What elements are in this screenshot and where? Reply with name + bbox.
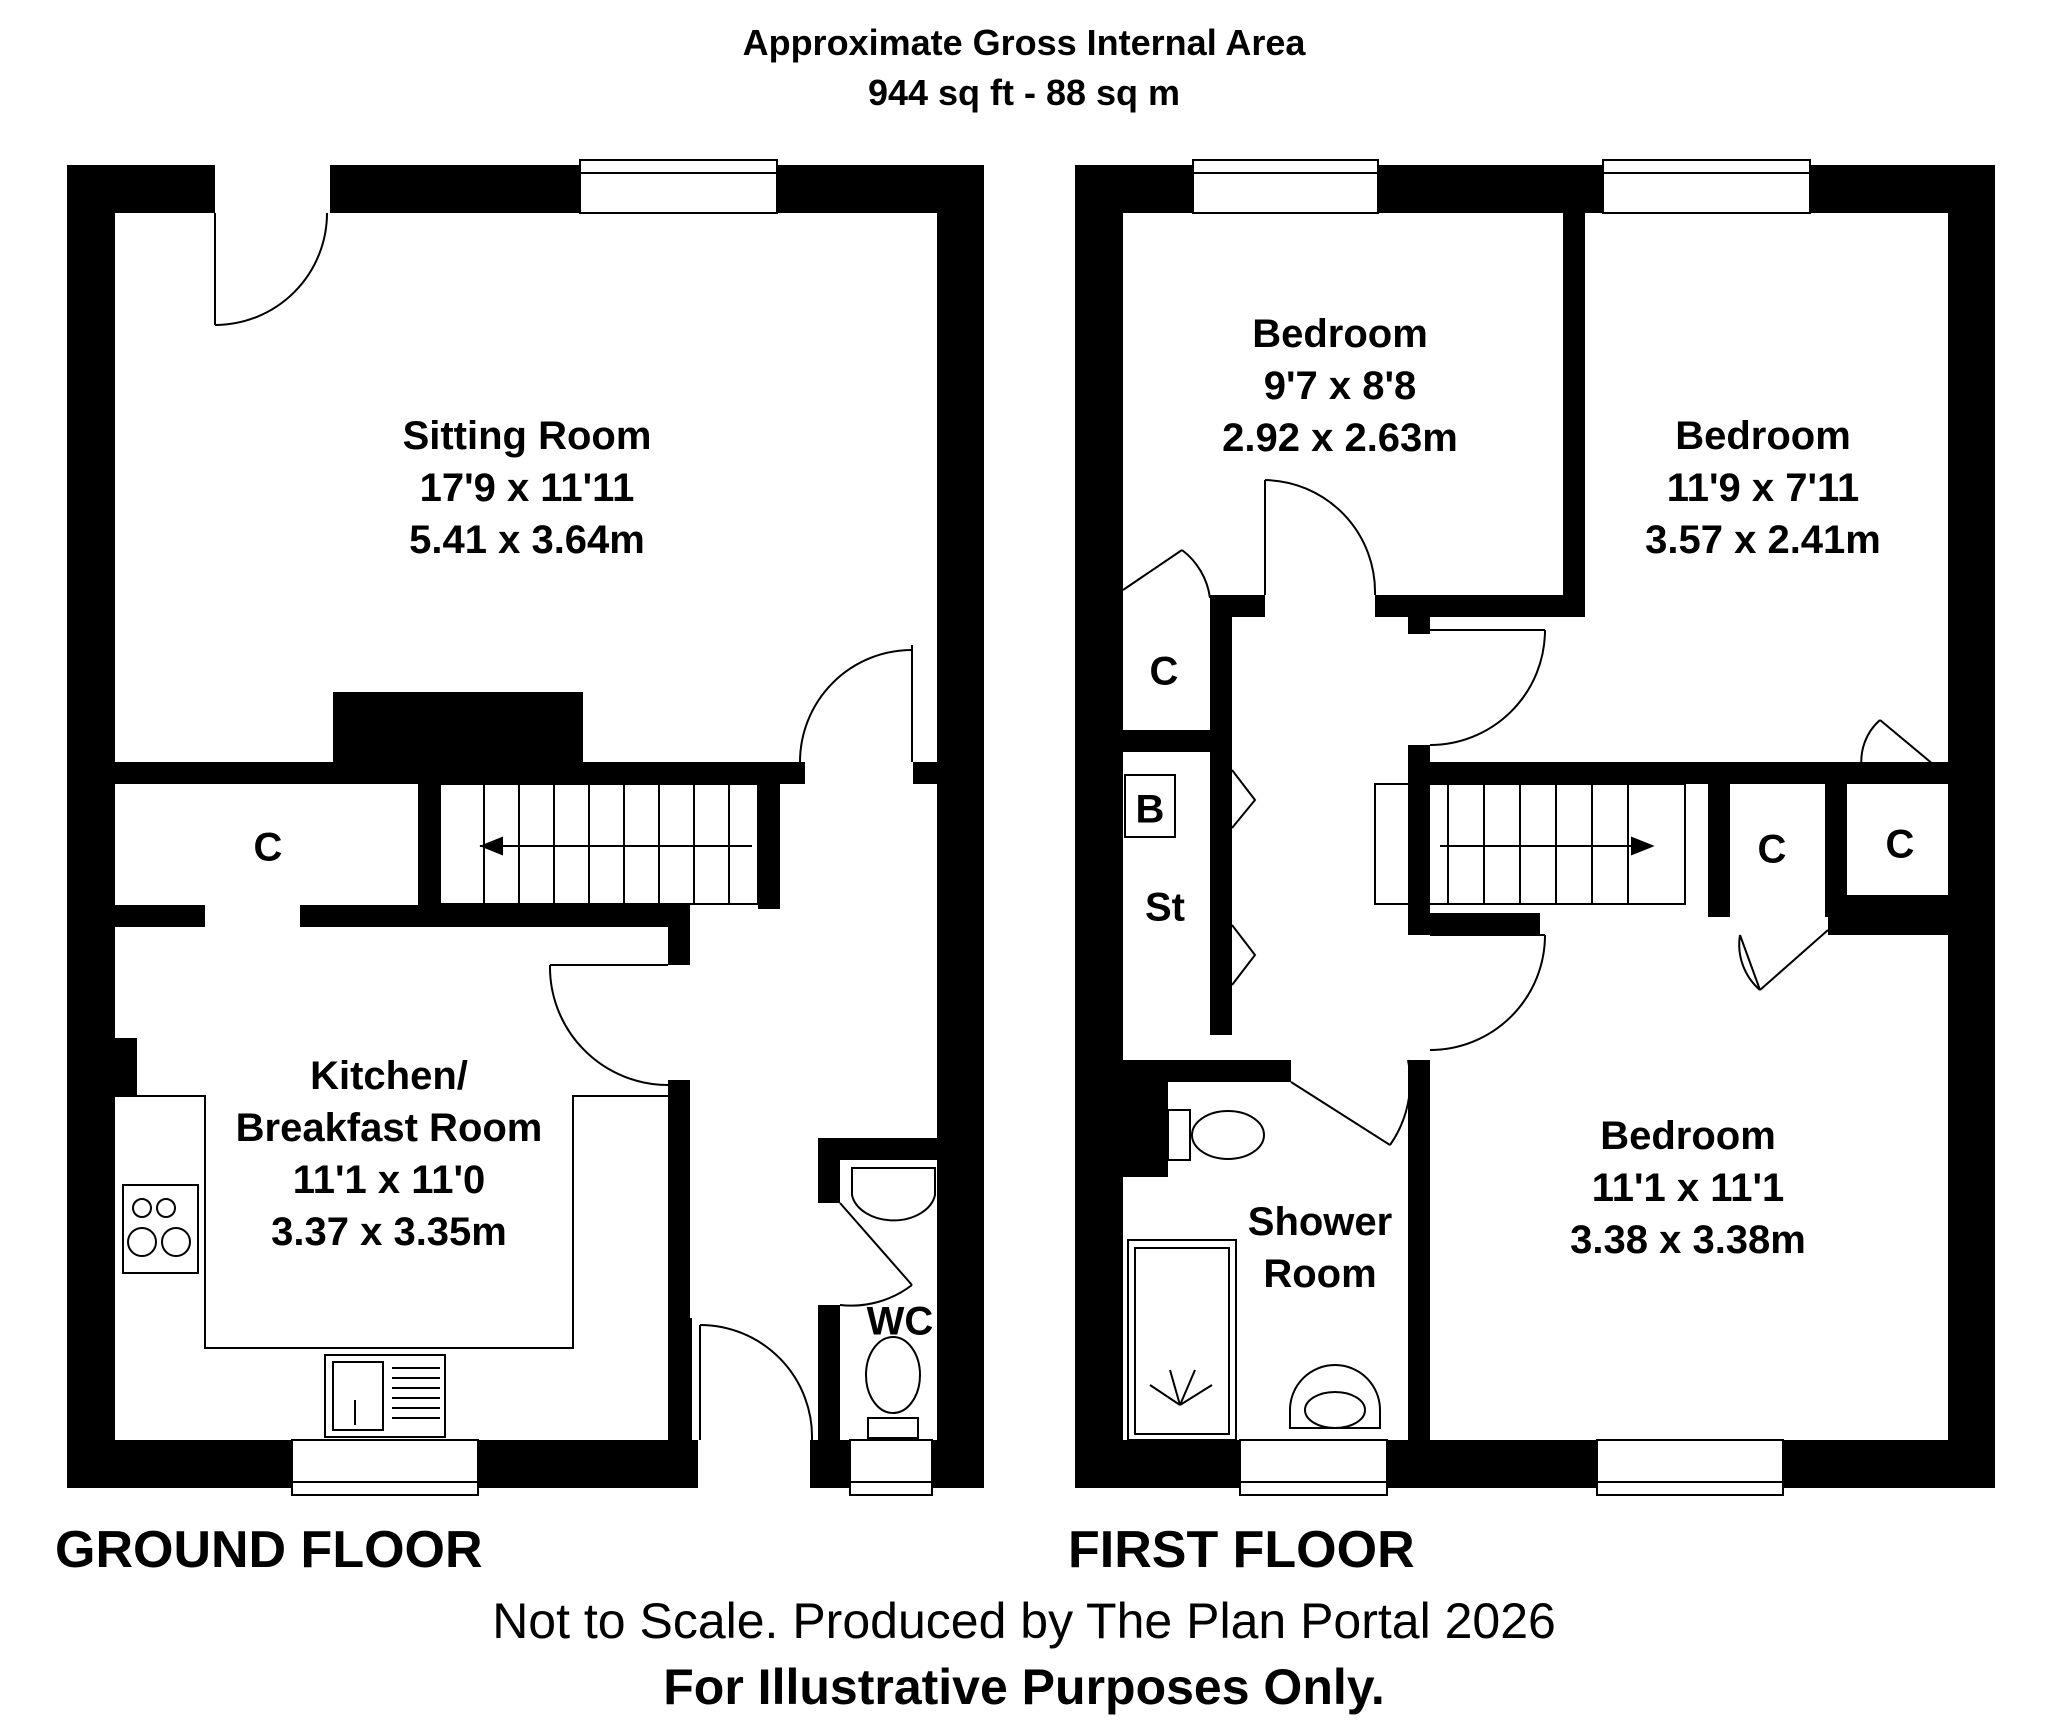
- boiler-label: B: [1135, 787, 1165, 832]
- room-imperial: 17'9 x 11'11: [419, 466, 635, 510]
- ground-floor-walls: [67, 165, 984, 1488]
- room-metric: 2.92 x 2.63m: [1222, 416, 1458, 460]
- store-label: St: [1145, 885, 1185, 930]
- ground-floor-title: GROUND FLOOR: [55, 1521, 483, 1579]
- area-value: 944 sq ft - 88 sq m: [867, 72, 1181, 113]
- room-metric: 3.37 x 3.35m: [271, 1210, 507, 1254]
- room-imperial: 9'7 x 8'8: [1263, 364, 1417, 408]
- ground-floor-details: [115, 159, 936, 1496]
- room-bedroom-front-right: Bedroom 11'9 x 7'11 3.57 x 2.41m: [1645, 410, 1881, 566]
- first-floor-walls: [1075, 165, 1995, 1488]
- room-bedroom-rear: Bedroom 11'1 x 11'1 3.38 x 3.38m: [1570, 1110, 1806, 1266]
- room-name: Bedroom: [1675, 414, 1851, 458]
- wc-label: WC: [866, 1299, 934, 1344]
- room-sitting-room: Sitting Room 17'9 x 11'11 5.41 x 3.64m: [403, 410, 652, 566]
- room-kitchen: Kitchen/ Breakfast Room 11'1 x 11'0 3.37…: [236, 1050, 543, 1258]
- room-metric: 3.57 x 2.41m: [1645, 518, 1881, 562]
- cupboard-label: C: [253, 825, 283, 870]
- room-name: Sitting Room: [402, 414, 652, 458]
- room-name: Bedroom: [1252, 312, 1428, 356]
- room-imperial: 11'1 x 11'1: [1591, 1166, 1785, 1210]
- room-name: Shower: [1247, 1200, 1393, 1244]
- area-title: Approximate Gross Internal Area: [742, 22, 1306, 63]
- room-imperial: 11'9 x 7'11: [1666, 466, 1860, 510]
- disclaimer-illustrative: For Illustrative Purposes Only.: [663, 1659, 1385, 1715]
- cupboard-label: C: [1757, 827, 1787, 872]
- room-metric: 5.41 x 3.64m: [409, 518, 645, 562]
- room-name: Kitchen/: [310, 1054, 468, 1098]
- first-floor-title: FIRST FLOOR: [1068, 1521, 1415, 1579]
- room-shower-room: Shower Room: [1248, 1196, 1392, 1300]
- cupboard-label: C: [1149, 649, 1179, 694]
- room-name-2: Breakfast Room: [235, 1106, 543, 1150]
- disclaimer-scale: Not to Scale. Produced by The Plan Porta…: [492, 1593, 1556, 1649]
- room-name: Bedroom: [1600, 1114, 1776, 1158]
- room-metric: 3.38 x 3.38m: [1570, 1218, 1806, 1262]
- cupboard-label: C: [1885, 822, 1915, 867]
- room-bedroom-front-left: Bedroom 9'7 x 8'8 2.92 x 2.63m: [1222, 308, 1458, 464]
- first-floor-details: [1122, 159, 1941, 1496]
- room-name-2: Room: [1263, 1252, 1377, 1296]
- room-imperial: 11'1 x 11'0: [292, 1158, 486, 1202]
